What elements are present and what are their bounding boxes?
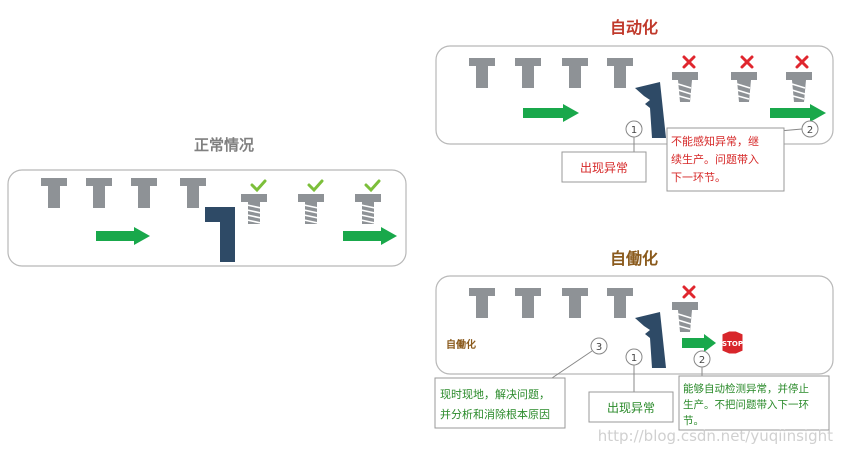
jidoka-callout-stop-line1: 能够自动检测异常，并停止	[683, 382, 809, 395]
jidoka-callout-stop-line2: 生产。不把问题带入下一环	[683, 398, 809, 411]
auto-marker-2-label: 2	[807, 125, 813, 136]
normal-title: 正常情况	[194, 136, 254, 154]
jidoka-marker-2-label: 2	[699, 355, 705, 366]
auto-arrow-2	[770, 104, 826, 122]
jidoka-marker-3-label: 3	[596, 342, 602, 353]
automation-title: 自动化	[610, 18, 658, 37]
normal-arrow-2	[343, 227, 397, 245]
jidoka-callout-abnormal: 出现异常	[607, 401, 655, 415]
jidoka-callout-stop-line3: 节。	[683, 415, 704, 427]
auto-callout-continue-line3: 下一环节。	[671, 171, 726, 184]
normal-arrow-1	[96, 227, 150, 245]
jidoka-title: 自働化	[610, 249, 658, 268]
jidoka-callout-stop-box	[678, 375, 830, 431]
auto-arrow-1	[523, 104, 579, 122]
auto-callout-abnormal: 出现异常	[580, 161, 628, 175]
jidoka-callout-3-line	[551, 350, 593, 379]
auto-callout-continue-line1: 不能感知异常，继	[671, 134, 759, 148]
jidoka-arrow	[682, 334, 716, 352]
auto-callout-abnormal-box	[561, 151, 647, 183]
jidoka-inner-label: 自働化	[446, 338, 476, 351]
jidoka-callout-onsite-box	[434, 377, 566, 429]
jidoka-callout-onsite-line1: 现时现地，解决问题，	[440, 387, 550, 401]
jidoka-machine-broken	[635, 312, 666, 368]
auto-callout-continue-box	[666, 127, 785, 192]
jidoka-callout-abnormal-box	[588, 391, 674, 423]
stop-sign-label: STOP	[722, 340, 743, 348]
stop-sign-icon	[721, 330, 744, 355]
watermark: http://blog.csdn.net/yuqiinsight	[598, 427, 833, 445]
auto-marker-1-label: 1	[631, 125, 637, 136]
jidoka-marker-3	[590, 337, 608, 355]
auto-machine-broken	[635, 82, 666, 138]
auto-callout-continue-line2: 续生产。问题带入	[671, 152, 759, 166]
normal-machine	[205, 207, 235, 262]
jidoka-callout-onsite-line2: 并分析和消除根本原因	[440, 407, 550, 421]
jidoka-marker-1-label: 1	[631, 353, 637, 364]
